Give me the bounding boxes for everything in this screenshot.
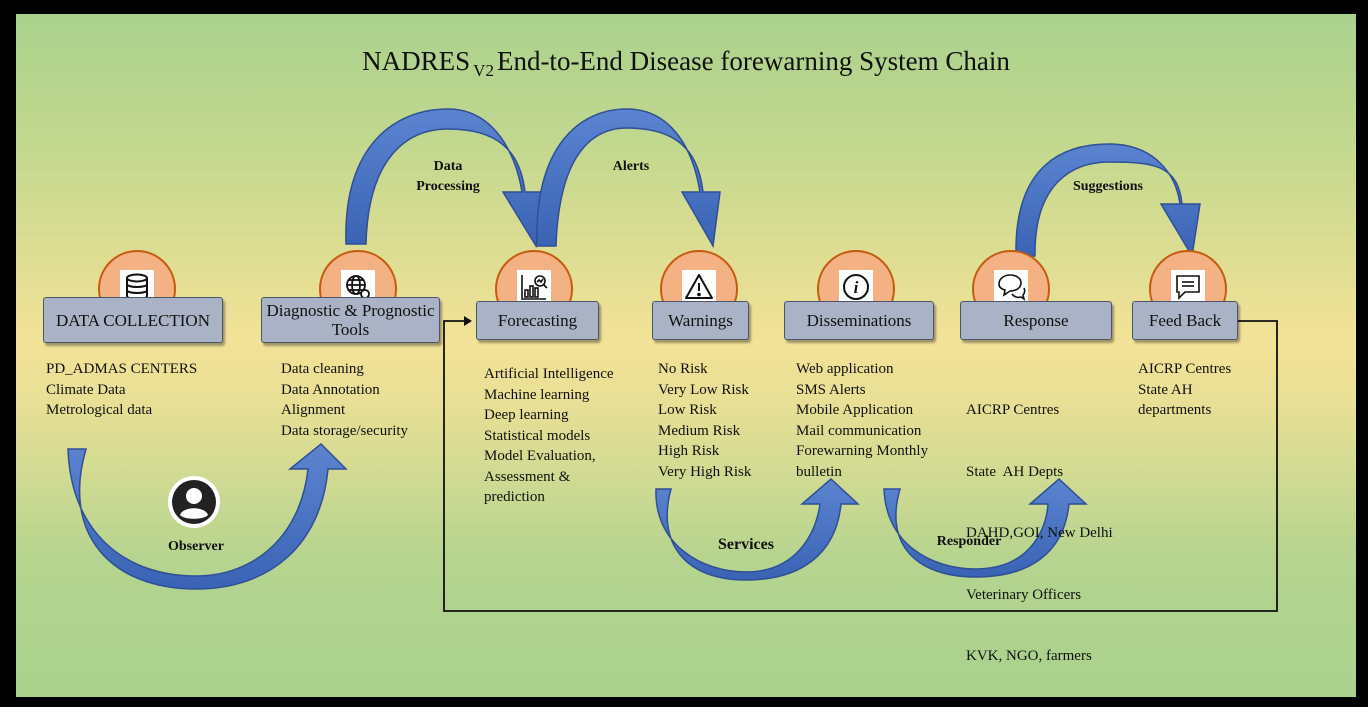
list-item: prediction <box>484 489 545 505</box>
speech-bubbles-icon <box>994 270 1028 304</box>
list-item: Mail communication <box>796 422 922 439</box>
list-item: Data storage/security <box>281 422 409 439</box>
arrows-layer <box>67 108 1278 612</box>
list-item: departments <box>1138 402 1212 418</box>
list-item: Assessment & <box>484 468 571 485</box>
feedback-message-icon <box>1171 270 1205 304</box>
list-item: Data cleaning <box>281 361 364 377</box>
stage-response: Response <box>960 301 1112 340</box>
feedback-loop-arrowhead <box>464 316 472 326</box>
list-item: Forewarning Monthly <box>796 443 929 459</box>
list-item: PD_ADMAS CENTERS <box>46 361 198 377</box>
list-item: No Risk <box>658 361 708 377</box>
observer-arrow <box>67 442 348 590</box>
list-item: Climate Data <box>46 381 126 398</box>
data-collection-list: PD_ADMAS CENTERS Climate Data Metrologic… <box>46 359 197 421</box>
list-item: Very High Risk <box>658 463 752 480</box>
list-item: State AH <box>1138 381 1193 398</box>
list-item: AICRP Centres <box>1138 361 1232 377</box>
stage-disseminations: Disseminations <box>784 301 934 340</box>
info-icon: i <box>839 270 873 304</box>
list-item: SMS Alerts <box>796 381 866 398</box>
list-item: bulletin <box>796 463 842 480</box>
feedback-loop-line <box>443 320 1278 612</box>
svg-text:i: i <box>854 278 859 297</box>
services-label: Services <box>718 536 774 553</box>
list-item: Data Annotation <box>281 381 380 398</box>
list-item: Very Low Risk <box>658 381 749 398</box>
responder-arrow <box>883 477 1088 578</box>
stage-feedback: Feed Back <box>1132 301 1238 340</box>
warning-icon <box>682 270 716 304</box>
list-item: Mobile Application <box>796 402 914 418</box>
suggestions-arrow <box>1015 143 1201 259</box>
stage-diagnostic-tools: Diagnostic & Prognostic Tools <box>261 297 440 343</box>
list-item: Statistical models <box>484 427 591 444</box>
list-item: High Risk <box>658 443 720 459</box>
stage-forecasting: Forecasting <box>476 301 599 340</box>
alerts-label: Alerts <box>612 159 650 174</box>
list-item: Deep learning <box>484 407 569 423</box>
forecasting-list: Artificial Intelligence Machine learning… <box>484 364 614 508</box>
list-item: Veterinary Officers <box>966 586 1082 603</box>
response-list: AICRP Centres State AH Depts DAHD,GOI, N… <box>966 359 1113 697</box>
stage-data-collection: DATA COLLECTION <box>43 297 223 343</box>
feedback-list: AICRP Centres State AH departments <box>1138 359 1231 421</box>
alerts-arrow <box>536 108 721 249</box>
services-arrow <box>655 477 860 581</box>
data-processing-label: Data Processing <box>416 159 480 194</box>
list-item: Low Risk <box>658 402 717 418</box>
list-item: Artificial Intelligence <box>484 366 614 382</box>
observer-label: Observer <box>168 539 224 554</box>
list-item: Web application <box>796 361 894 377</box>
chart-analytics-icon <box>517 270 551 304</box>
stage-warnings: Warnings <box>652 301 749 340</box>
list-item: Alignment <box>281 402 346 418</box>
user-avatar-icon <box>168 476 220 528</box>
diagnostic-tools-list: Data cleaning Data Annotation Alignment … <box>281 359 408 441</box>
responder-label: Responder <box>936 534 1002 549</box>
list-item: Model Evaluation, <box>484 448 596 464</box>
warnings-list: No Risk Very Low Risk Low Risk Medium Ri… <box>658 359 751 482</box>
disseminations-list: Web application SMS Alerts Mobile Applic… <box>796 359 928 482</box>
list-item: KVK, NGO, farmers <box>966 648 1092 664</box>
list-item: Machine learning <box>484 386 590 403</box>
list-item: DAHD,GOI, New Delhi <box>966 525 1113 541</box>
list-item: Medium Risk <box>658 422 741 439</box>
data-processing-arrow <box>345 108 545 249</box>
list-item: State AH Depts <box>966 463 1064 480</box>
list-item: AICRP Centres <box>966 402 1060 418</box>
suggestions-label: Suggestions <box>1072 179 1144 194</box>
list-item: Metrological data <box>46 402 153 418</box>
